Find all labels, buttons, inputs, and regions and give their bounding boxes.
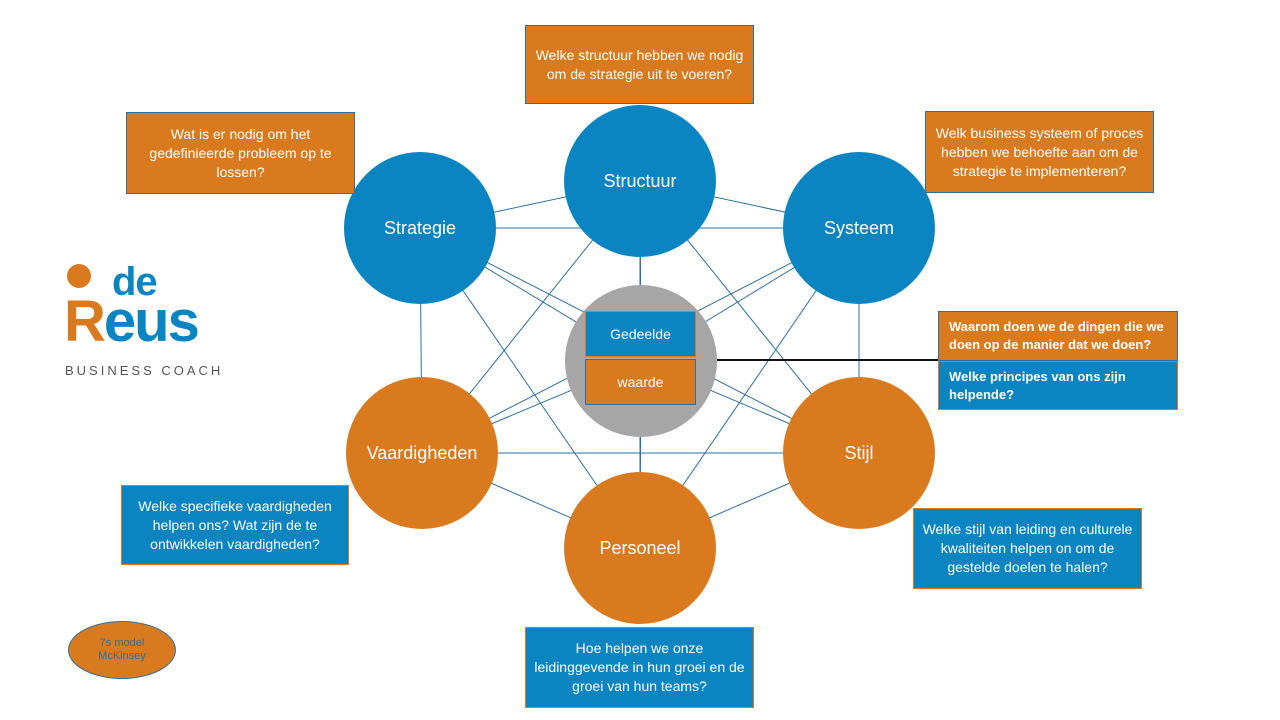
question-strategie-text: Wat is er nodig om het gedefinieerde pro…: [149, 125, 332, 180]
node-personeel: Personeel: [564, 472, 716, 624]
model-badge-line1: 7s model: [99, 637, 145, 649]
values-question-principles: Welke principes van ons zijn helpende?: [938, 361, 1178, 410]
node-vaardigheden-label: Vaardigheden: [366, 442, 478, 463]
node-personeel-label: Personeel: [599, 537, 681, 558]
node-vaardigheden: Vaardigheden: [346, 377, 498, 529]
question-structuur: Welke structuur hebben we nodig om de st…: [525, 25, 754, 104]
shared-values-top-label: Gedeelde: [610, 326, 671, 342]
shared-values-bottom-box: waarde: [585, 359, 696, 405]
values-question-principles-text: Welke principes van ons zijn helpende?: [949, 368, 1126, 402]
question-systeem: Welk business systeem of proces hebben w…: [925, 111, 1154, 193]
logo-subtitle: BUSINESS COACH: [65, 363, 224, 378]
node-strategie-label: Strategie: [383, 217, 457, 238]
node-stijl-label: Stijl: [844, 442, 874, 463]
question-systeem-text: Welk business systeem of proces hebben w…: [935, 124, 1144, 179]
question-vaardigheden-text: Welke specifieke vaardigheden helpen ons…: [138, 497, 332, 552]
question-personeel-text: Hoe helpen we onze leidinggevende in hun…: [534, 640, 745, 694]
question-stijl-text: Welke stijl van leiding en culturele kwa…: [922, 521, 1133, 575]
model-badge: 7s model McKinsey: [68, 621, 176, 679]
logo-r: R: [64, 289, 106, 354]
values-question-why: Waarom doen we de dingen die we doen op …: [938, 311, 1178, 361]
question-structuur-text: Welke structuur hebben we nodig om de st…: [535, 46, 744, 82]
question-personeel: Hoe helpen we onze leidinggevende in hun…: [525, 627, 754, 708]
logo-de: de: [112, 260, 158, 304]
values-question-why-text: Waarom doen we de dingen die we doen op …: [949, 319, 1164, 352]
question-stijl: Welke stijl van leiding en culturele kwa…: [913, 508, 1142, 589]
logo-person-icon: [67, 264, 91, 288]
de-reus-logo: de Reus BUSINESS COACH: [48, 262, 248, 380]
node-structuur: Structuur: [564, 105, 716, 257]
node-systeem: Systeem: [783, 152, 935, 304]
model-badge-line2: McKinsey: [98, 650, 146, 662]
node-strategie: Strategie: [344, 152, 496, 304]
node-systeem-label: Systeem: [823, 217, 895, 238]
logo-reus: Reus: [64, 289, 200, 354]
shared-values-top-box: Gedeelde: [585, 311, 696, 357]
node-structuur-label: Structuur: [603, 170, 677, 191]
question-vaardigheden: Welke specifieke vaardigheden helpen ons…: [121, 485, 349, 565]
shared-values-bottom-label: waarde: [617, 374, 664, 390]
node-stijl: Stijl: [783, 377, 935, 529]
logo-eus: eus: [103, 289, 200, 354]
question-strategie: Wat is er nodig om het gedefinieerde pro…: [126, 112, 355, 194]
